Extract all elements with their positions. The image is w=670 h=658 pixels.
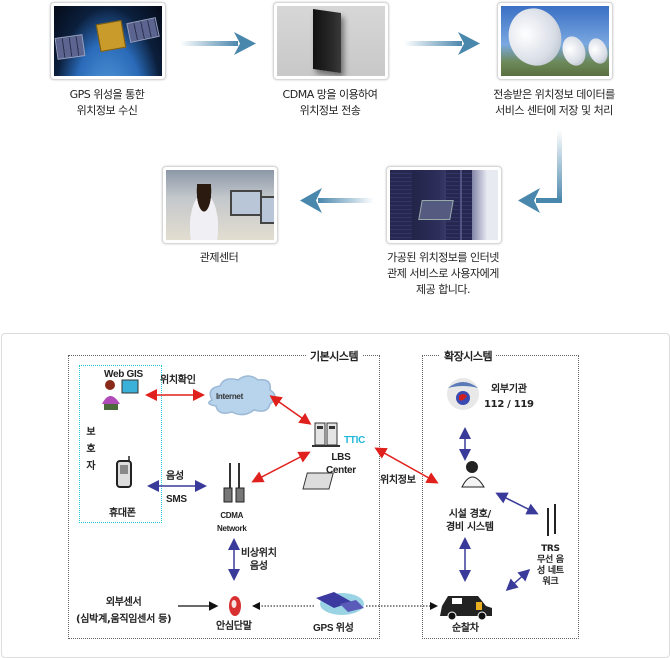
step-caption-gps: GPS 위성을 통한 위치정보 수신 [69,88,145,117]
safe-terminal-label: 안심단말 [216,621,252,632]
cdma-device-image [273,2,389,80]
satellite-dish-image [497,2,613,80]
flow-arrow-2 [404,32,480,55]
ttic-label: TTIC [344,435,366,446]
step-caption-control-center: 관제센터 [199,251,239,264]
basic-system-box [68,355,380,639]
location-info-label: 위치정보 [380,475,416,486]
flow-arrow-1 [180,32,256,55]
sms-label: SMS [166,494,187,505]
server-rack-image [386,166,502,244]
control-center-image [162,166,278,244]
trs-label: TRS 무선 음 성 네트 워크 [537,544,564,587]
step-caption-internet: 가공된 위치정보를 인터넷 관제 서비스로 사용자에게 제공 합니다. [387,251,499,296]
lbs-center-label: LBS Center [326,452,356,476]
flow-arrow-3-elbow [518,130,562,213]
guardian-label: 보 호 자 [86,427,96,472]
guardian-box [79,365,162,523]
gps-satellite-label: GPS 위성 [313,623,354,634]
gps-satellite-image [50,2,166,80]
location-check-label: 위치확인 [160,375,196,386]
step-caption-storage: 전송받은 위치정보 데이터를 서비스 센터에 저장 및 처리 [493,88,615,117]
voice-label: 음성 [166,471,184,482]
internet-label: Internet [216,392,243,401]
external-agency-label: 외부기관 112 / 119 [484,384,534,410]
mobile-phone-label: 휴대폰 [109,508,136,519]
cdma-network-label: CDMA Network [217,511,247,533]
patrol-car-label: 순찰차 [452,623,479,634]
emergency-label: 비상위치 음성 [241,548,277,572]
flow-arrow-4 [300,188,374,213]
field-system-label: 확장시스템 [440,348,497,364]
field-system-box [422,355,579,639]
basic-system-label: 기본시스템 [306,348,363,364]
external-sensor-label: 외부센서 (심박계,움직임센서 등) [76,597,172,625]
web-gis-label: Web GIS [104,369,143,380]
step-caption-cdma: CDMA 망을 이용하여 위치정보 전송 [282,88,378,117]
security-system-label: 시설 경호/ 경비 시스템 [446,509,494,533]
